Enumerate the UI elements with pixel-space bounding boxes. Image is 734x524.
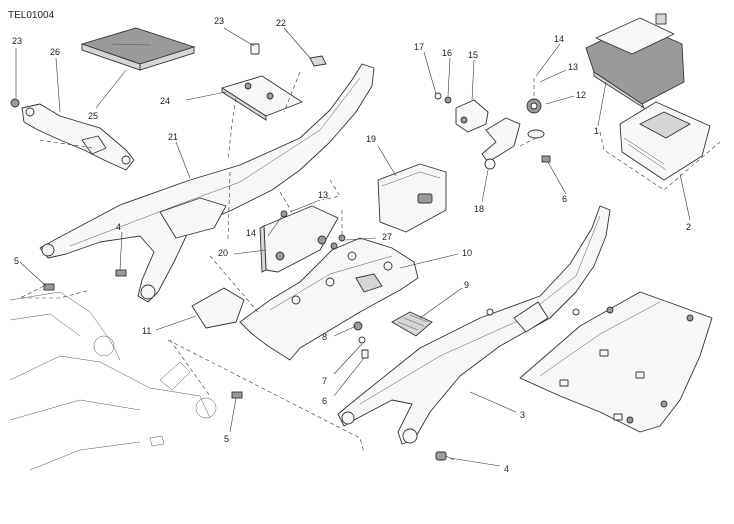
ref-24: 24 bbox=[160, 96, 170, 106]
top-bracket-part bbox=[221, 75, 303, 121]
ref-15: 15 bbox=[468, 50, 478, 60]
sensor-part bbox=[434, 92, 489, 133]
ref-27: 27 bbox=[382, 232, 392, 242]
ref-14: 14 bbox=[554, 34, 564, 44]
rear-subframe-part bbox=[39, 63, 375, 303]
ref-6: 6 bbox=[322, 396, 327, 406]
leader-lines bbox=[15, 27, 691, 467]
ref-6: 6 bbox=[562, 194, 567, 204]
screw-part bbox=[435, 451, 455, 461]
ref-5: 5 bbox=[224, 434, 229, 444]
license-plate-holder-part bbox=[519, 291, 713, 433]
rubber-pad-part bbox=[391, 311, 433, 337]
rear-plate-part bbox=[259, 205, 339, 273]
ref-26: 26 bbox=[50, 47, 60, 57]
ref-18: 18 bbox=[474, 204, 484, 214]
ref-1: 1 bbox=[594, 126, 599, 136]
ref-11: 11 bbox=[142, 326, 151, 336]
module-cover-part bbox=[377, 163, 447, 233]
seat-tray-part bbox=[239, 234, 419, 361]
mudguard-plate-part bbox=[191, 287, 245, 329]
ref-7: 7 bbox=[322, 376, 327, 386]
screw-part bbox=[541, 155, 551, 163]
screw-part bbox=[43, 269, 243, 399]
diagram-code: TEL01004 bbox=[8, 10, 55, 21]
ref-17: 17 bbox=[414, 42, 424, 52]
ref-23: 23 bbox=[214, 16, 224, 26]
ref-2: 2 bbox=[686, 222, 691, 232]
sensor-bracket-part bbox=[481, 117, 521, 170]
screw-part bbox=[250, 43, 260, 55]
rubber-cap-part bbox=[309, 55, 327, 67]
ref-3: 3 bbox=[520, 410, 525, 420]
ref-23: 23 bbox=[12, 36, 22, 46]
ref-4: 4 bbox=[504, 464, 509, 474]
spacer-part bbox=[353, 321, 369, 359]
owners-manual-part bbox=[80, 27, 196, 71]
screw-part bbox=[10, 98, 20, 108]
ref-9: 9 bbox=[464, 280, 469, 290]
ref-21: 21 bbox=[168, 132, 178, 142]
rear-frame-right-part bbox=[337, 205, 611, 445]
ref-14: 14 bbox=[246, 228, 256, 238]
ref-16: 16 bbox=[442, 48, 452, 58]
ref-8: 8 bbox=[322, 332, 327, 342]
main-frame-outline bbox=[9, 291, 217, 471]
ref-13: 13 bbox=[318, 190, 328, 200]
ecu-part bbox=[619, 101, 711, 181]
ref-22: 22 bbox=[276, 18, 286, 28]
ref-12: 12 bbox=[576, 90, 586, 100]
ref-19: 19 bbox=[366, 134, 376, 144]
grommet-part bbox=[526, 98, 545, 139]
ref-4: 4 bbox=[116, 222, 121, 232]
ref-5: 5 bbox=[14, 256, 19, 266]
ref-25: 25 bbox=[88, 111, 98, 121]
ref-13: 13 bbox=[568, 62, 578, 72]
ref-10: 10 bbox=[462, 248, 472, 258]
assembly-lines bbox=[19, 71, 721, 453]
rear-bracket-part bbox=[21, 103, 135, 171]
ecu-cover-part bbox=[585, 13, 685, 110]
reference-labels: 23 26 25 23 22 24 21 4 5 20 11 14 13 19 … bbox=[12, 16, 691, 474]
ref-20: 20 bbox=[218, 248, 228, 258]
